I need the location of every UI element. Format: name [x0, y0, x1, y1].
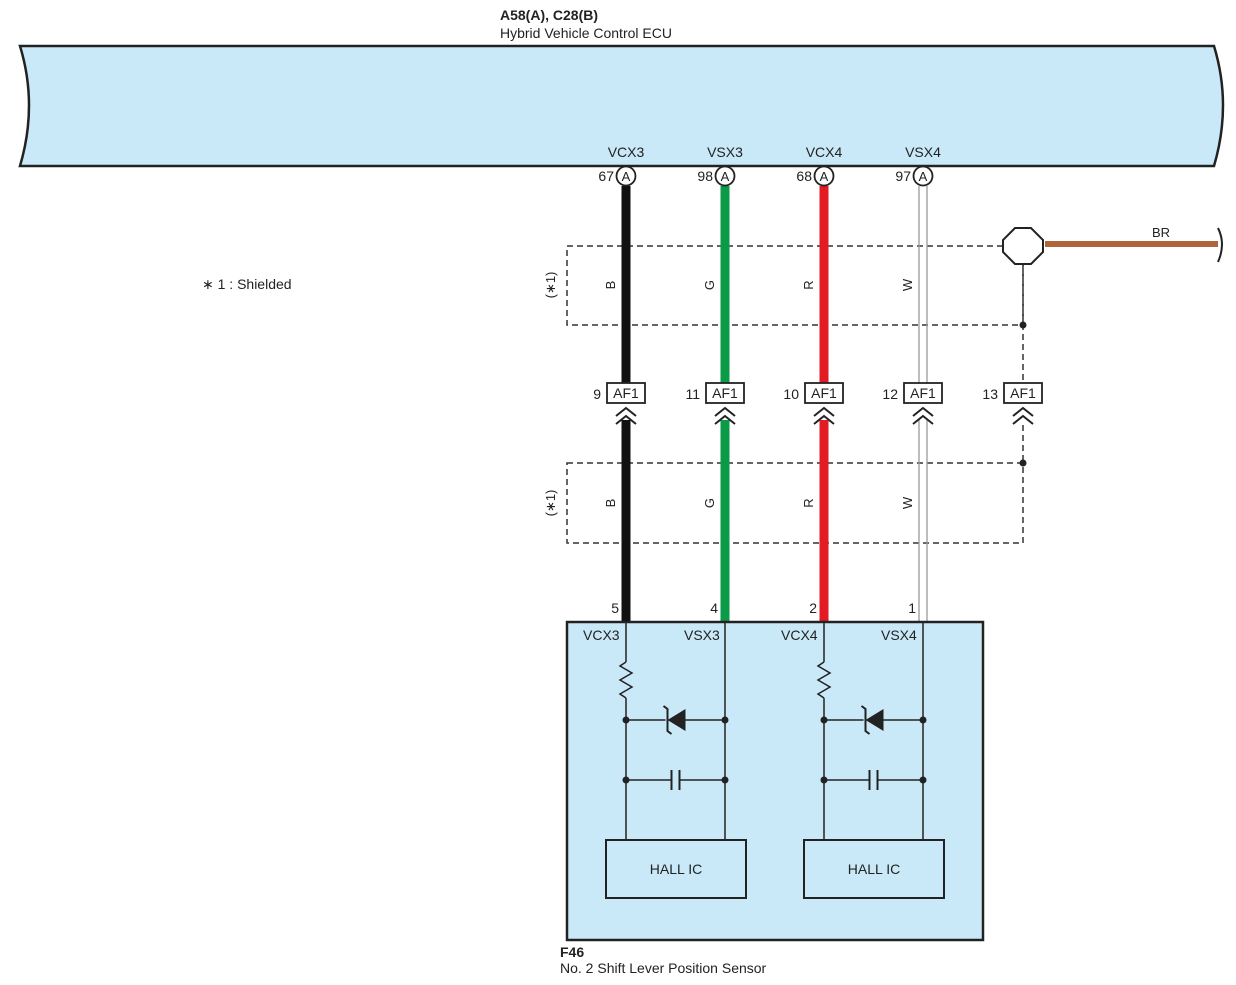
af1-chevron [714, 406, 736, 417]
ecu-signal-label: VCX4 [806, 144, 843, 160]
af1-pin-number: 11 [685, 386, 700, 402]
junction-dot [622, 716, 630, 724]
af1-connector-box [705, 382, 745, 404]
sensor-connector-label: F46 [560, 944, 584, 960]
ecu-connector-letter: A [820, 169, 829, 184]
ecu-body [18, 44, 1225, 168]
ground-wire-break [1217, 227, 1223, 263]
af1-label: AF1 [1010, 385, 1036, 401]
af1-pin-number: 12 [882, 386, 898, 402]
lower-shield-box [566, 462, 1024, 544]
af1-chevron [615, 406, 637, 417]
sensor-pin-number: 2 [809, 600, 817, 616]
ecu-signal-label: VCX3 [608, 144, 645, 160]
junction-dot [622, 776, 630, 784]
ecu-signal-label: VSX4 [905, 144, 941, 160]
af1-chevron [912, 406, 934, 417]
af1-connector-shield: 13 AF1 [982, 382, 1043, 425]
ecu-signal-label: VSX3 [707, 144, 743, 160]
ecu-connector-letter: A [721, 169, 730, 184]
af1-chevron [714, 414, 736, 425]
hall-ic-label: HALL IC [848, 861, 900, 877]
wire-vsx4: VSX4 97 A W W 12 AF1 1 [882, 144, 943, 622]
sensor-terminal-label: VSX4 [881, 627, 917, 643]
junction-dot [721, 716, 729, 724]
af1-label: AF1 [910, 385, 936, 401]
wire-color-label: W [900, 278, 915, 291]
ecu-pin-number: 98 [697, 168, 713, 184]
sensor-name-label: No. 2 Shift Lever Position Sensor [560, 960, 767, 976]
wire-vsx3: VSX3 98 A G G 11 AF1 4 [685, 144, 745, 622]
ecu-name-label: Hybrid Vehicle Control ECU [500, 25, 672, 41]
upper-shield-tag: (∗1) [543, 272, 558, 299]
lower-shield-tag: (∗1) [543, 490, 558, 517]
af1-connector-box [804, 382, 844, 404]
ecu-connector-label: A58(A), C28(B) [500, 7, 598, 23]
af1-pin-number: 9 [593, 386, 601, 402]
hall-ic-box [803, 839, 945, 899]
ground-point-octagon [1002, 227, 1044, 265]
ground-wire-color-label: BR [1152, 225, 1170, 240]
af1-label: AF1 [613, 385, 639, 401]
resistor [618, 661, 634, 699]
resistor [816, 661, 832, 699]
wire-color-label: W [900, 496, 915, 509]
upper-shield-box [566, 245, 1024, 326]
junction-dot [721, 776, 729, 784]
wire-color-label: B [603, 281, 618, 290]
hall-circuit-1: HALL IC [605, 622, 747, 899]
ecu-connector-letter: A [919, 169, 928, 184]
ecu-connector-letter: A [622, 169, 631, 184]
zener-diode [865, 709, 884, 731]
wire-color-label: G [702, 280, 717, 290]
af1-label: AF1 [712, 385, 738, 401]
wire-vcx3: VCX3 67 A B B 9 AF1 5 [593, 144, 646, 622]
af1-pin-number: 10 [783, 386, 799, 402]
hall-ic-label: HALL IC [650, 861, 702, 877]
junction-dot [820, 716, 828, 724]
wire-color-label: R [801, 280, 816, 289]
wire-color-label: G [702, 498, 717, 508]
ecu-pin-number: 97 [895, 168, 911, 184]
af1-chevron [912, 414, 934, 425]
ecu-pin-number: 68 [796, 168, 812, 184]
sensor-pin-number: 4 [710, 600, 718, 616]
af1-connector-box [903, 382, 943, 404]
af1-chevron [813, 414, 835, 425]
wire-color-label: R [801, 498, 816, 507]
shield-junction-dot [1019, 321, 1027, 329]
wire-vcx4: VCX4 68 A R R 10 AF1 2 [783, 144, 844, 622]
af1-connector-box [606, 382, 646, 404]
af1-pin-number: 13 [982, 386, 998, 402]
sensor-terminal-label: VCX3 [583, 627, 620, 643]
ecu-pin-number: 67 [598, 168, 614, 184]
sensor-pin-number: 5 [611, 600, 619, 616]
ecu-pin-marker [912, 165, 934, 187]
sensor-terminal-label: VSX3 [684, 627, 720, 643]
wires-layer: VCX3 67 A B B 9 AF1 5 VSX3 98 A G G 11 AF1 4 VCX4 68 A R R 10… [593, 144, 943, 622]
zener-diode [667, 709, 686, 731]
ecu-pin-marker [615, 165, 637, 187]
hall-ic-box [605, 839, 747, 899]
shield-note: ∗ 1 : Shielded [202, 276, 292, 292]
junction-dot [919, 776, 927, 784]
ecu-pin-marker [714, 165, 736, 187]
junction-dot [820, 776, 828, 784]
sensor-terminal-label: VCX4 [781, 627, 818, 643]
af1-chevron [813, 406, 835, 417]
sensor-pin-number: 1 [908, 600, 916, 616]
af1-chevron [615, 414, 637, 425]
junction-dot [919, 716, 927, 724]
hall-circuit-2: HALL IC [803, 622, 945, 899]
shield-junction-dot [1019, 459, 1027, 467]
af1-label: AF1 [811, 385, 837, 401]
ecu-pin-marker [813, 165, 835, 187]
wire-color-label: B [603, 499, 618, 508]
